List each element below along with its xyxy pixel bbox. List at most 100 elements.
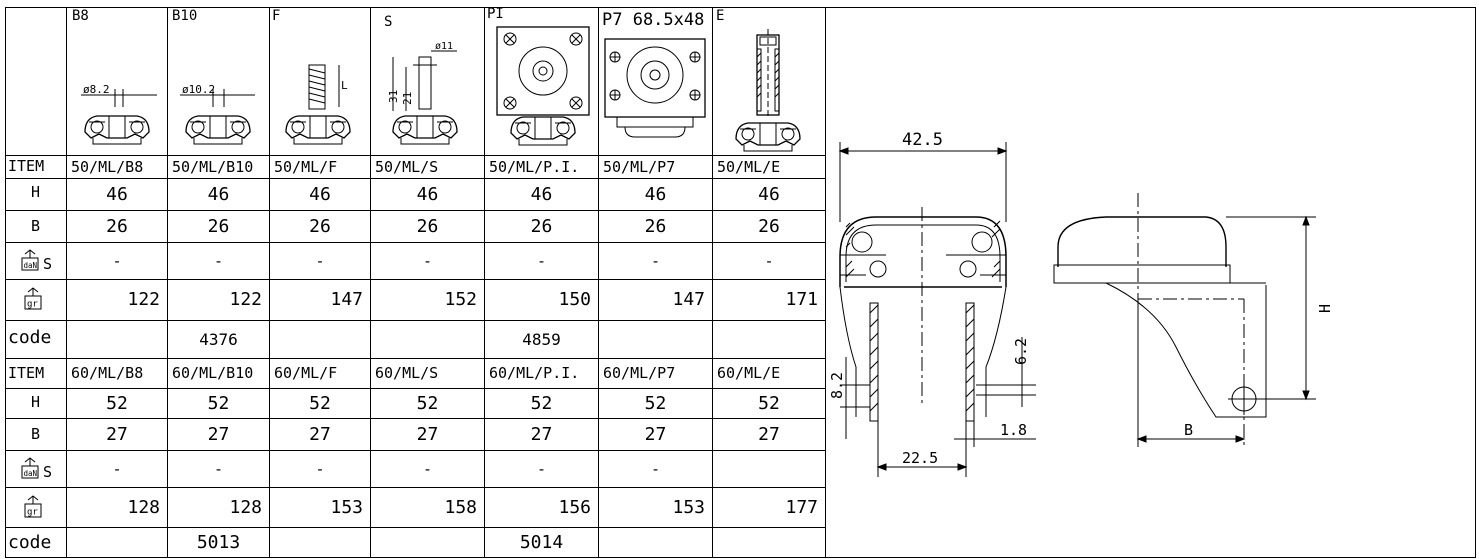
header-label-p7: P7 68.5x48 [602,12,705,28]
b8-dim-label: ø8.2 [83,83,110,96]
f-dim-label: L [341,79,348,92]
cell-block60-b-5: 27 [644,424,667,445]
cell-block50-load-2: - [315,252,325,270]
cell-block60-b-4: 27 [530,424,553,445]
cell-block50-load-6: - [764,252,774,270]
cell-block60-code-4: 5014 [519,532,564,553]
cell-block60-item-2: 60/ML/F [274,364,338,382]
row-label-weight-60: gr [5,488,66,528]
cell-block50-b-2: 26 [309,216,331,237]
cell-block60-load-3: - [422,460,433,478]
cell-block60-h-5: 52 [644,393,667,414]
cell-block50-item-2: 50/ML/F [274,158,338,176]
load-icon-text: daN [24,261,38,270]
row-label-b-50: B [30,217,41,235]
cell-block60-h-2: 52 [309,393,331,414]
cell-block50-code-3 [372,321,483,358]
cell-block50-item-0: 50/ML/B8 [71,158,144,176]
cell-block60-item-1: 60/ML/B10 [172,364,254,382]
cell-block60-weight-4: 156 [558,497,591,518]
cell-block50-h-5: 46 [644,184,667,205]
caster-sketches: ø8.2 ø10.2 L ø11 31 21 [81,26,801,152]
cell-block60-b-6: 27 [758,424,780,445]
pi-sketch [496,26,590,146]
cell-block50-weight-4: 150 [558,289,591,310]
cell-block60-h-4: 52 [530,393,553,414]
cell-block60-load-6 [714,451,824,487]
row-label-load-60: daN S [5,450,66,487]
cell-block60-load-4: - [536,460,547,478]
cell-block50-code-1: 4376 [199,330,238,349]
row-label-code-60: code [8,533,52,553]
s-dim-top: ø11 [435,41,453,52]
cell-block50-code-6 [714,321,824,358]
header-label-pi: PI [487,6,504,22]
cell-block50-weight-1: 122 [229,289,262,310]
weight-icon: gr [24,287,42,310]
cell-block60-h-0: 52 [106,393,128,414]
header-label-b8: B8 [72,8,89,24]
cell-block60-b-3: 27 [416,424,439,445]
dim-62-label: 6.2 [1012,338,1030,365]
cell-block50-h-6: 46 [758,184,780,205]
row-label-weight-50: gr [5,280,66,320]
cell-block60-weight-3: 158 [444,497,477,518]
cell-block50-item-5: 50/ML/P7 [603,158,676,176]
row-label-item-50: ITEM [8,157,45,175]
cell-block60-weight-0: 128 [127,497,160,518]
cell-block60-code-5 [600,528,711,558]
e-sketch [735,29,801,152]
cell-block50-item-4: 50/ML/P.I. [489,158,580,176]
dim-18-label: 1.8 [1000,421,1027,439]
dim-h-label: H [1316,304,1334,313]
cell-block60-b-2: 27 [309,424,331,445]
cell-block50-load-5: - [650,252,661,270]
header-label-s: S [384,14,393,30]
cell-block50-weight-6: 171 [785,289,818,310]
b10-sketch: ø10.2 [180,83,255,145]
weight-icon: gr [24,495,42,518]
dim-width-label: 42.5 [902,130,943,150]
load-icon-suffix: S [43,463,52,481]
cell-block50-h-0: 46 [106,184,128,205]
dim-82-label: 8.2 [828,372,846,399]
b8-sketch: ø8.2 [81,83,157,145]
header-label-b10: B10 [172,8,198,24]
cell-block60-code-0 [68,528,166,558]
dim-225-label: 22.5 [902,449,938,467]
cell-block50-load-1: - [213,252,224,270]
cell-block60-item-4: 60/ML/P.I. [489,364,580,382]
cell-block50-h-3: 46 [416,184,439,205]
cell-block60-code-2 [271,528,369,558]
cell-block50-b-6: 26 [758,216,780,237]
cell-block50-weight-0: 122 [127,289,160,310]
cell-block50-b-4: 26 [530,216,553,237]
cell-block60-item-5: 60/ML/P7 [603,364,676,382]
cell-block50-load-3: - [422,252,433,270]
cell-block50-weight-2: 147 [330,289,363,310]
cell-block50-weight-5: 147 [672,289,705,310]
caster-drawing: 42.5 6.2 8.2 1.8 22.5 H B [828,130,1334,477]
cell-block50-load-0: - [112,252,122,270]
cell-block50-code-0 [68,321,166,358]
cell-block60-h-3: 52 [416,393,439,414]
dim-b-label: B [1184,421,1193,439]
cell-block60-h-1: 52 [207,393,230,414]
row-label-h-60: H [30,393,41,411]
cell-block60-weight-6: 177 [785,497,818,518]
weight-icon-text: gr [27,508,38,518]
cell-block50-h-1: 46 [207,184,230,205]
cell-block60-weight-1: 128 [229,497,262,518]
cell-block50-h-4: 46 [530,184,553,205]
row-label-code-50: code [8,328,52,348]
cell-block50-item-1: 50/ML/B10 [172,158,254,176]
p7-sketch [604,38,706,138]
cell-block60-b-1: 27 [207,424,230,445]
cell-block60-weight-5: 153 [672,497,705,518]
header-label-e: E [716,8,725,24]
cell-block60-code-3 [372,528,483,558]
row-label-b-60: B [30,425,41,443]
cell-block60-load-1: - [213,460,224,478]
